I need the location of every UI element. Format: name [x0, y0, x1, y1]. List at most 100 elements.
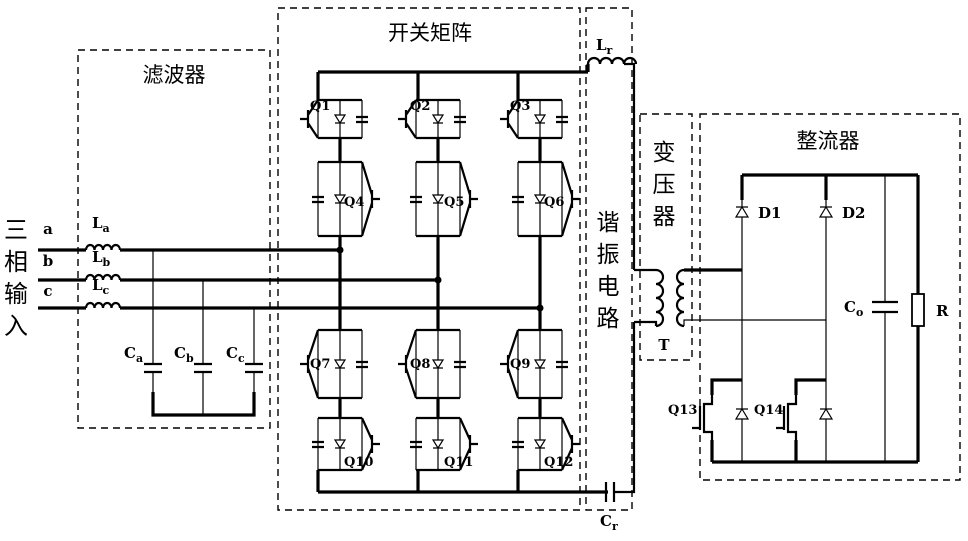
t-label: T: [658, 336, 670, 354]
switch-cell-upper-3-diode: [535, 115, 545, 123]
co-main: C: [844, 298, 856, 316]
phase-c-label: c: [43, 282, 52, 300]
d2-label: D2: [842, 204, 865, 222]
la-sub: a: [103, 222, 110, 235]
input-char-3: 输: [4, 280, 28, 308]
lb-label: Lb: [92, 248, 111, 269]
lb-main: L: [92, 248, 103, 266]
q14-label: Q14: [754, 403, 783, 418]
tx-secondary-coil: [677, 270, 684, 326]
switch-cell-lower-mid-2-diode: [433, 360, 443, 368]
co-plates: [872, 302, 898, 312]
switch-cell-upper-mid-3-transistor: [562, 162, 580, 236]
d1-label: D1: [758, 204, 781, 222]
cc-label: Cc: [226, 344, 245, 365]
transformer-char-3: 器: [653, 204, 676, 230]
switch-cell-upper-mid-1-transistor: [362, 162, 380, 236]
node-b: [435, 277, 442, 284]
cr-label: Cr: [600, 512, 618, 533]
rectifier-diode-3: [736, 409, 748, 419]
q12-label: Q12: [544, 455, 573, 470]
filter-title: 滤波器: [143, 63, 206, 87]
q7-label: Q7: [310, 357, 330, 372]
filter-inductor-coil-3: [86, 303, 120, 308]
switch-cell-lower-mid-3-diode: [535, 360, 545, 368]
q1-label: Q1: [310, 99, 330, 114]
node-c: [537, 305, 544, 312]
load-resistor: [912, 294, 924, 326]
load-label: R: [936, 302, 949, 320]
switch-matrix-title: 开关矩阵: [388, 21, 472, 45]
switch-cell-upper-mid-2-diode: [433, 195, 443, 203]
q6-label: Q6: [544, 195, 564, 210]
phase-b-label: b: [43, 252, 54, 270]
resonant-char-2: 振: [597, 242, 620, 268]
switch-cells: [300, 100, 580, 470]
switch-cell-upper-2-diode: [433, 115, 443, 123]
rectifier-title: 整流器: [797, 129, 860, 153]
q4-label: Q4: [344, 195, 364, 210]
q5-label: Q5: [444, 195, 464, 210]
switch-cell-upper-1-diode: [335, 115, 345, 123]
input-char-4: 入: [4, 312, 28, 340]
cc-sub: c: [238, 352, 245, 365]
rectifier-diode-2: [820, 207, 832, 217]
q10-label: Q10: [344, 455, 373, 470]
cr-main: C: [600, 512, 612, 530]
cr-sub: r: [612, 520, 618, 533]
co-label: Co: [844, 298, 863, 319]
lb-sub: b: [103, 256, 111, 269]
q2-label: Q2: [410, 99, 430, 114]
resonant-char-3: 电: [597, 274, 620, 300]
co-sub: o: [856, 306, 863, 319]
ca-label: Ca: [124, 344, 143, 365]
lc-sub: c: [103, 284, 110, 297]
lower-links: [340, 398, 540, 418]
tx-primary-bottom: [634, 322, 656, 326]
q8-label: Q8: [410, 357, 430, 372]
filter-box: [78, 50, 270, 428]
lc-label: Lc: [92, 276, 110, 297]
input-char-1: 三: [4, 216, 28, 244]
filter-cap-wires: [153, 250, 254, 415]
q13-q14-bottom-leads: [712, 440, 796, 462]
lr-main: L: [596, 36, 607, 54]
ca-main: C: [124, 344, 136, 362]
top-bus-drops: [318, 72, 518, 100]
node-a: [337, 247, 344, 254]
input-char-2: 相: [4, 248, 28, 276]
rect-bottom-input: [684, 320, 826, 326]
switch-cell-lower-2-diode: [433, 440, 443, 448]
q3-label: Q3: [510, 99, 530, 114]
switch-cell-lower-mid-2: [398, 330, 466, 398]
cb-label: Cb: [174, 344, 194, 365]
ca-sub: a: [136, 352, 143, 365]
filter-cap-plates: [144, 364, 263, 372]
bottom-bus-drops: [318, 470, 518, 492]
cb-sub: b: [186, 352, 194, 365]
la-label: La: [92, 214, 110, 235]
rectifier-diode-4: [820, 409, 832, 419]
switch-cell-lower-mid-1-diode: [335, 360, 345, 368]
lc-main: L: [92, 276, 103, 294]
cr-to-transformer: [614, 322, 634, 492]
cb-main: C: [174, 344, 186, 362]
q11-label: Q11: [444, 455, 473, 470]
rect-top-drops: [742, 175, 826, 200]
switch-matrix-box: [278, 8, 580, 510]
lr-sub: r: [607, 44, 613, 57]
resonant-char-4: 路: [597, 306, 620, 332]
rectifier-diode-1: [736, 207, 748, 217]
cc-main: C: [226, 344, 238, 362]
tx-primary-coil: [656, 270, 663, 326]
phase-a-label: a: [43, 220, 53, 238]
upper-links: [340, 138, 540, 162]
switch-cell-lower-1-diode: [335, 440, 345, 448]
q13-label: Q13: [668, 403, 697, 418]
lr-label: Lr: [596, 36, 613, 57]
resonant-char-1: 谐: [597, 210, 620, 236]
transformer-char-2: 压: [653, 172, 676, 198]
center-columns: [340, 236, 540, 330]
